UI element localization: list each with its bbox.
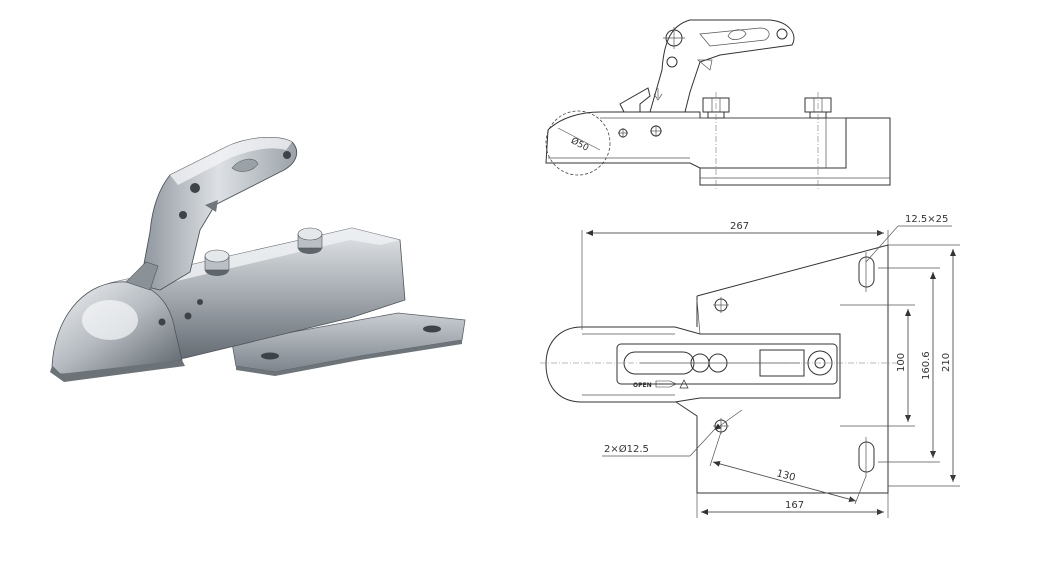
plan-round-hole bbox=[713, 297, 729, 313]
side-hole bbox=[197, 299, 203, 305]
dim-130: 130 bbox=[775, 468, 796, 484]
dim-210: 210 bbox=[941, 353, 952, 372]
warning-triangle-icon bbox=[679, 379, 689, 389]
dim-slot: 12.5×25 bbox=[905, 214, 948, 225]
handle-hole bbox=[283, 151, 291, 159]
plate-hole bbox=[261, 352, 279, 360]
plan-view-drawing: OPEN 267 12.5×25 100 160.6 210 bbox=[540, 214, 960, 518]
plan-body-outline bbox=[545, 326, 841, 403]
dim-holes: 2×Ø12.5 bbox=[604, 443, 649, 455]
plan-round-hole bbox=[713, 418, 729, 434]
side-handle bbox=[649, 19, 795, 113]
side-hole-mark bbox=[618, 128, 628, 138]
ball-outline-circle bbox=[545, 110, 611, 176]
ball-diameter-label: Ø50 bbox=[569, 135, 591, 154]
handle-hole bbox=[179, 211, 187, 219]
side-hole-mark bbox=[650, 125, 662, 137]
plan-slot-hole bbox=[858, 437, 875, 477]
dim-160-6: 160.6 bbox=[921, 351, 932, 380]
coupler-render bbox=[50, 137, 466, 382]
side-view-drawing: Ø50 bbox=[545, 19, 891, 190]
side-hole bbox=[184, 312, 192, 320]
dim-167: 167 bbox=[785, 500, 804, 511]
open-arrow-icon bbox=[655, 380, 677, 388]
open-label: OPEN bbox=[633, 382, 652, 389]
plan-slot-hole bbox=[858, 252, 875, 292]
handle-hole bbox=[190, 183, 200, 193]
bolt bbox=[204, 249, 230, 276]
safety-latch bbox=[125, 261, 159, 291]
handle-logo bbox=[231, 158, 259, 172]
side-hole bbox=[158, 318, 166, 326]
bolt bbox=[297, 227, 323, 254]
plan-plate-outline bbox=[675, 244, 889, 494]
side-handle-logo bbox=[727, 29, 747, 40]
plate-hole bbox=[423, 325, 441, 333]
dim-267: 267 bbox=[730, 221, 749, 232]
dim-100: 100 bbox=[896, 353, 907, 372]
